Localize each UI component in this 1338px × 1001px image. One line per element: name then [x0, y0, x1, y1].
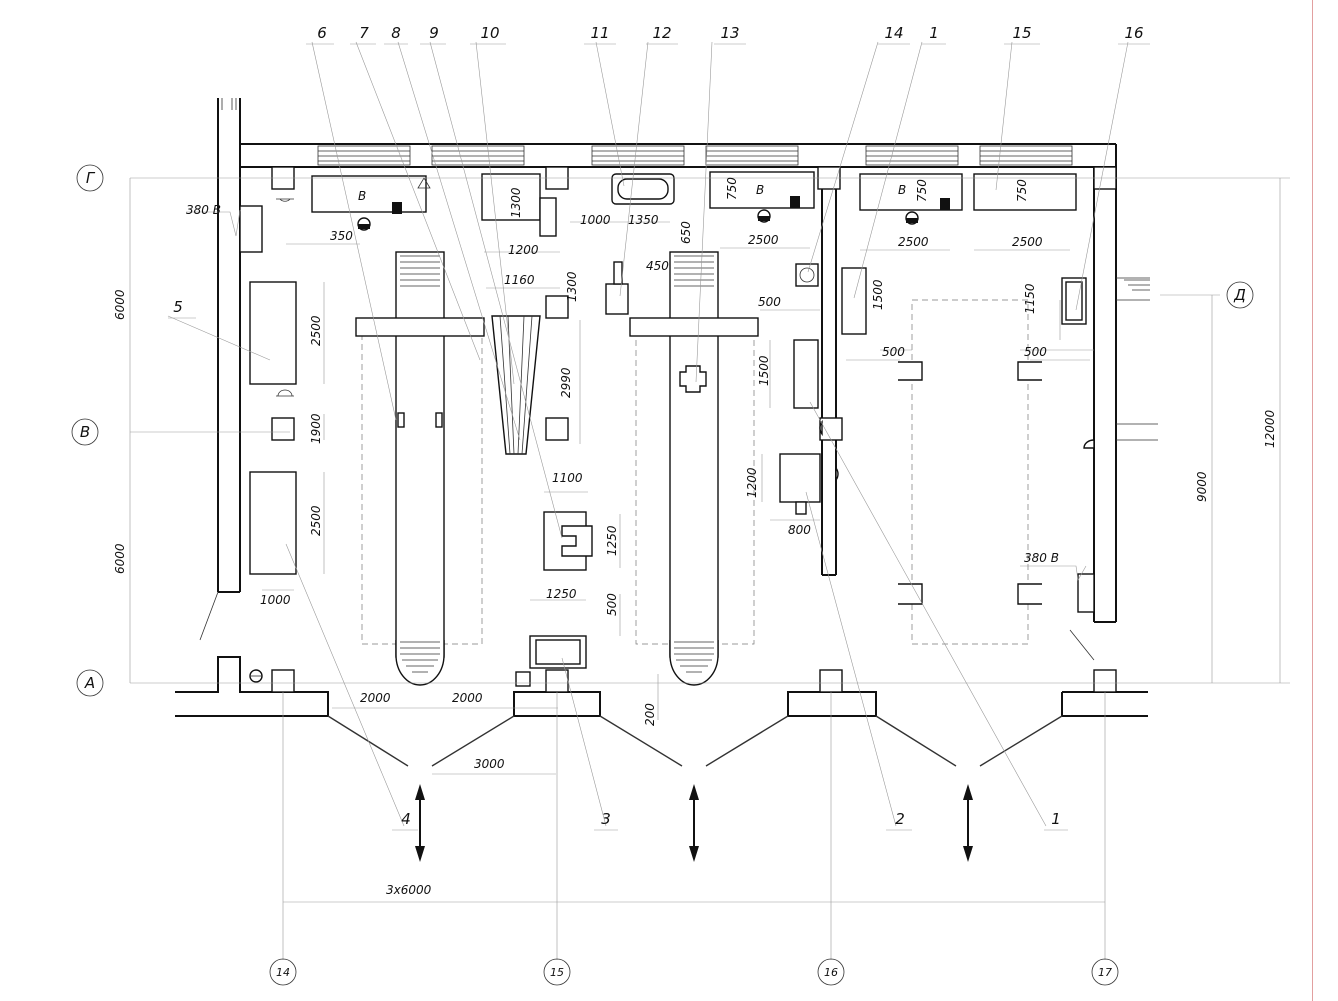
- axis-label-col: 15: [550, 966, 564, 979]
- dim-value: 2500: [309, 315, 323, 346]
- entry-arrow: [689, 784, 699, 862]
- dim-value: 450: [646, 259, 669, 273]
- sink-letter: В: [898, 183, 906, 197]
- dim-value: 500: [882, 345, 905, 359]
- dim-value: 1900: [309, 413, 323, 444]
- dim-value: 6000: [113, 543, 127, 574]
- leader-number: 7: [359, 24, 369, 42]
- axis-label-right: Д: [1233, 286, 1246, 304]
- axis-label-col: 14: [276, 966, 290, 979]
- dim-value: 500: [1024, 345, 1047, 359]
- entry-arrow: [415, 784, 425, 862]
- dim-value: 1500: [871, 279, 885, 310]
- axis-label-row: А: [84, 674, 95, 692]
- leader-number: 9: [429, 24, 439, 42]
- dim-value: 350: [330, 229, 353, 243]
- dim-value: 1350: [628, 213, 659, 227]
- leader-number: 1: [929, 24, 939, 42]
- leader-number: 11: [590, 24, 609, 42]
- dim-value: 200: [643, 703, 657, 726]
- dim-value: 1300: [509, 187, 523, 218]
- dim-value: 2000: [360, 691, 391, 705]
- dim-value: 1000: [260, 593, 291, 607]
- dim-value: 750: [1015, 179, 1029, 202]
- dim-value: 1250: [546, 587, 577, 601]
- leader-number: 13: [720, 24, 739, 42]
- dim-value: 1250: [605, 525, 619, 556]
- dim-value: 2000: [452, 691, 483, 705]
- dim-value: 2500: [748, 233, 779, 247]
- dim-value: 1000: [580, 213, 611, 227]
- leader-number: 12: [652, 24, 671, 42]
- dim-value: 9000: [1195, 471, 1209, 502]
- dim-value: 650: [679, 221, 693, 244]
- leader-number: 16: [1124, 24, 1143, 42]
- entry-arrow: [963, 784, 973, 862]
- annotations: 380 В 380 В В В В: [186, 183, 1059, 565]
- dim-value: 800: [788, 523, 811, 537]
- building-walls: [175, 98, 1158, 862]
- dim-value: 2500: [898, 235, 929, 249]
- leader-number: 6: [317, 24, 327, 42]
- dim-value: 500: [758, 295, 781, 309]
- dim-value: 3x6000: [386, 883, 432, 897]
- sink-letter: В: [756, 183, 764, 197]
- dim-value: 1300: [565, 271, 579, 302]
- leader-number: 15: [1012, 24, 1031, 42]
- axis-label-row: Г: [86, 169, 96, 187]
- leader-number-bottom: 2: [895, 810, 905, 828]
- dim-value: 2500: [309, 505, 323, 536]
- axis-label-col: 16: [824, 966, 838, 979]
- dim-value: 500: [605, 593, 619, 616]
- axis-label-col: 17: [1098, 966, 1112, 979]
- axis-bubbles: Г В А Д 14 15 16 17: [71, 164, 1254, 986]
- sheet-border-line: [1312, 0, 1313, 1001]
- dim-value: 1200: [508, 243, 539, 257]
- dimension-values: 350 1300 1200 1000 1350 650 750 2500 750…: [113, 177, 1277, 897]
- leader-number-bottom: 1: [1051, 810, 1061, 828]
- leader-number: 14: [884, 24, 903, 42]
- leader-number-bottom: 3: [601, 810, 611, 828]
- leader-number-bottom: 4: [401, 810, 411, 828]
- leader-number: 10: [480, 24, 499, 42]
- axis-label-row: В: [80, 423, 90, 441]
- equipment: [239, 171, 1095, 687]
- sink-letter: В: [358, 189, 366, 203]
- dim-value: 1150: [1023, 283, 1037, 314]
- dim-value: 2500: [1012, 235, 1043, 249]
- dim-value: 1500: [757, 355, 771, 386]
- dim-value: 1200: [745, 467, 759, 498]
- leader-number: 8: [391, 24, 401, 42]
- dim-value: 6000: [113, 289, 127, 320]
- dim-value: 2990: [559, 367, 573, 398]
- dim-value: 12000: [1263, 409, 1277, 448]
- dim-value: 1160: [504, 273, 535, 287]
- dim-value: 1100: [552, 471, 583, 485]
- dim-value: 3000: [474, 757, 505, 771]
- dimension-lines: [129, 41, 1290, 960]
- dim-value: 750: [915, 179, 929, 202]
- voltage-label: 380 В: [1024, 551, 1059, 565]
- leader-number-left: 5: [173, 298, 183, 316]
- voltage-label: 380 В: [186, 203, 221, 217]
- position-numbers: 6 7 8 9 10 11 12 13 14 1 15 16 5 4 3 2 1: [168, 24, 1150, 831]
- dim-value: 750: [725, 177, 739, 200]
